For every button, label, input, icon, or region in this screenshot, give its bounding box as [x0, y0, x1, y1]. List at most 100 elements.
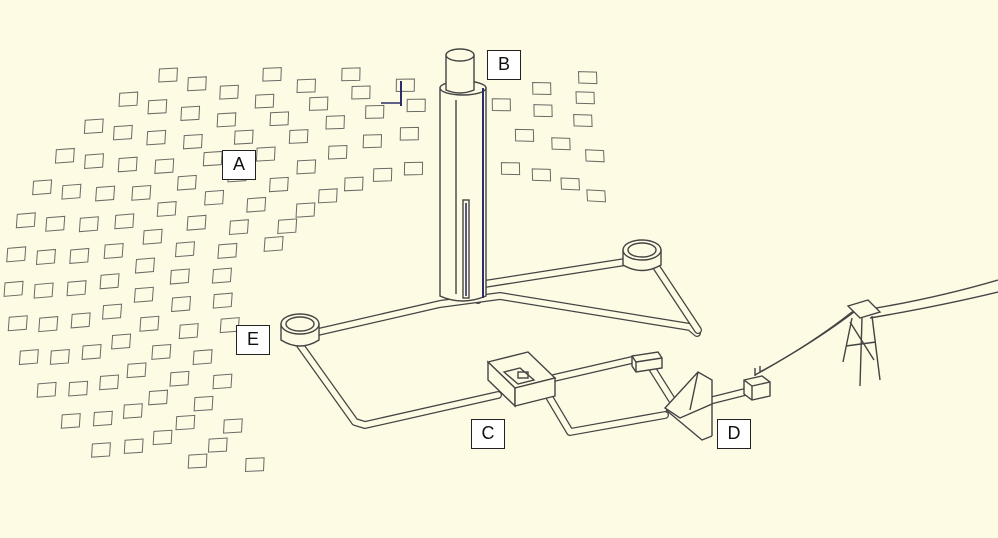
heliostat-mirror [99, 273, 120, 290]
heliostat-mirror [175, 414, 196, 431]
heliostat-mirror [244, 457, 265, 473]
heliostat-mirror [139, 315, 160, 332]
heliostat-mirror [117, 156, 138, 173]
heliostat-mirror [122, 403, 143, 419]
heliostat-mirror [327, 145, 348, 160]
label-e-storage-tank: E [236, 325, 270, 355]
heliostat-mirror [169, 268, 190, 285]
heliostat-mirror [573, 113, 593, 128]
heliostat-mirror [154, 158, 175, 174]
heliostat-mirror [126, 362, 147, 379]
heliostat-mirror [83, 118, 104, 135]
heliostat-mirror [341, 67, 361, 82]
heliostat-mirror [217, 242, 238, 259]
heliostat-mirror [18, 349, 39, 366]
heliostat-mirror [7, 315, 28, 332]
heliostat-mirror [212, 373, 233, 390]
heliostat-mirror [146, 129, 167, 146]
cold-storage-tank [280, 313, 320, 347]
heliostat-mirror [586, 189, 607, 203]
heliostat-mirror [69, 247, 90, 264]
heliostat-mirror [585, 149, 605, 163]
heliostat-mirror [193, 395, 214, 412]
heliostat-mirror [156, 201, 177, 217]
generator-box [743, 366, 771, 401]
heliostat-mirror [133, 286, 154, 303]
heliostat-mirror [277, 218, 298, 235]
heliostat-mirror [32, 179, 53, 196]
heliostat-mirror [112, 124, 133, 141]
heliostat-mirror [169, 370, 190, 387]
heliostat-mirror [233, 129, 254, 145]
heliostat-mirror [262, 67, 282, 82]
heliostat-mirror [114, 213, 135, 230]
heliostat-mirror [180, 105, 201, 121]
heliostat-mirror [3, 280, 24, 297]
heliostat-mirror [216, 112, 237, 128]
heliostat-mirror [158, 67, 178, 83]
heliostat-mirror [60, 413, 81, 429]
steam-generator [486, 351, 557, 408]
heliostat-mirror [296, 159, 317, 175]
heliostat-mirror [174, 241, 196, 258]
heliostat-mirror [288, 129, 309, 144]
heliostat-mirror [223, 418, 243, 434]
heliostat-mirror [263, 236, 284, 252]
heliostat-mirror [182, 133, 203, 150]
heliostat-mirror [211, 267, 232, 284]
heliostat-mirror [6, 246, 27, 263]
heliostat-mirror [142, 228, 163, 245]
heliostat-mirror [81, 343, 102, 360]
heliostat-mirror [533, 104, 553, 118]
heliostat-mirror [33, 282, 54, 299]
heliostat-mirror [131, 184, 152, 201]
heliostat-mirror [295, 202, 316, 218]
heliostat-mirror [49, 348, 70, 365]
heliostat-mirror [102, 303, 123, 320]
heliostat-mirror [68, 380, 89, 397]
heliostat-mirror [246, 196, 267, 213]
heliostat-mirror [70, 312, 91, 329]
heliostat-mirror [228, 219, 249, 236]
heliostat-mirror [403, 161, 424, 176]
heliostat-mirror [395, 78, 415, 93]
heliostat-mirror [551, 137, 571, 151]
heliostat-mirror [255, 146, 276, 162]
heliostat-mirror [152, 429, 173, 446]
heliostat-mirror [38, 316, 59, 333]
receiver-tower [381, 48, 487, 302]
heliostat-mirror [36, 381, 57, 398]
heliostat-mirror [204, 189, 225, 206]
heliostat-mirror [171, 295, 192, 313]
heliostat-mirror [92, 410, 113, 427]
heliostat-mirror [147, 99, 168, 115]
heliostat-mirror [560, 177, 581, 191]
heliostat-mirror [500, 162, 521, 176]
heliostat-mirror [192, 349, 213, 366]
heliostat-mirror [186, 214, 207, 231]
hot-storage-tank [622, 239, 662, 272]
heliostat-mirror [187, 453, 208, 469]
heliostat-mirror [45, 215, 66, 232]
turbine [663, 371, 713, 441]
heliostat-mirror [176, 174, 197, 191]
heliostat-mirror [148, 389, 169, 406]
heliostat-mirror [372, 167, 393, 182]
heliostat-mirror [491, 98, 511, 112]
heliostat-mirror [123, 438, 144, 454]
heliostat-mirror [325, 115, 345, 130]
heliostat-mirror [343, 176, 364, 192]
heliostat-mirror [362, 134, 383, 149]
heliostat-mirror [84, 153, 105, 169]
heliostat-mirror [35, 248, 56, 265]
heliostat-mirror [351, 85, 371, 100]
heliostat-mirror [575, 91, 595, 105]
heliostat-mirror [296, 78, 316, 94]
heliostat-mirror [406, 98, 426, 113]
heliostat-mirror [15, 212, 36, 229]
heliostat-mirror [317, 188, 338, 204]
heliostat-mirror [78, 216, 99, 233]
heliostat-mirror [202, 150, 223, 167]
heliostat-mirror [187, 76, 207, 92]
